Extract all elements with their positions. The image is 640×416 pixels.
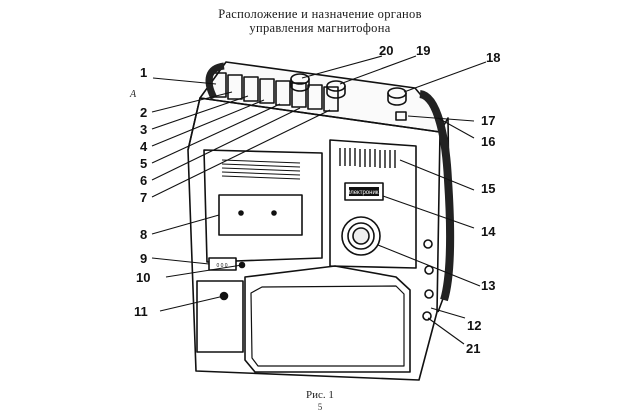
page-number: 5 [317,402,323,412]
callout-15: 15 [481,181,495,196]
callout-numbers: 1 2 3 4 5 6 7 8 9 10 11 12 13 14 15 16 1… [134,43,500,356]
callout-16: 16 [481,134,495,149]
carry-strap-left [205,62,225,100]
front-face [187,97,441,381]
battery-compartment [196,280,244,353]
callout-18: 18 [486,50,500,65]
callout-8: 8 [140,227,147,242]
callout-12: 12 [467,318,481,333]
callout-10: 10 [136,270,150,285]
callout-7: 7 [140,190,147,205]
right-panel [329,139,417,269]
callout-14: 14 [481,224,496,239]
corner-mark: A [129,89,137,100]
callout-11: 11 [134,304,148,319]
leader-lines [151,55,487,345]
cassette-compartment [203,149,323,263]
carry-strap-right [418,90,455,302]
callout-19: 19 [416,43,430,58]
callout-9: 9 [140,251,147,266]
callout-2: 2 [140,105,147,120]
callout-17: 17 [481,113,495,128]
speaker-panel [244,265,411,373]
callout-5: 5 [140,156,147,171]
callout-1: 1 [140,65,147,80]
callout-6: 6 [140,173,147,188]
figure-caption: Рис. 1 [306,389,334,401]
control-keys [211,72,339,112]
callout-21: 21 [466,341,480,356]
callout-3: 3 [140,122,147,137]
counter-readout: 0 0 0 [216,263,227,269]
device-brand-label: Электроника [346,190,382,196]
top-knobs [290,73,407,106]
figure-heading-line-1: Расположение и назначение органов [218,7,422,21]
figure-heading-line-2: управления магнитофона [249,21,391,35]
side-switch [395,111,407,121]
callout-4: 4 [140,139,148,154]
callout-13: 13 [481,278,495,293]
callout-20: 20 [379,43,393,58]
